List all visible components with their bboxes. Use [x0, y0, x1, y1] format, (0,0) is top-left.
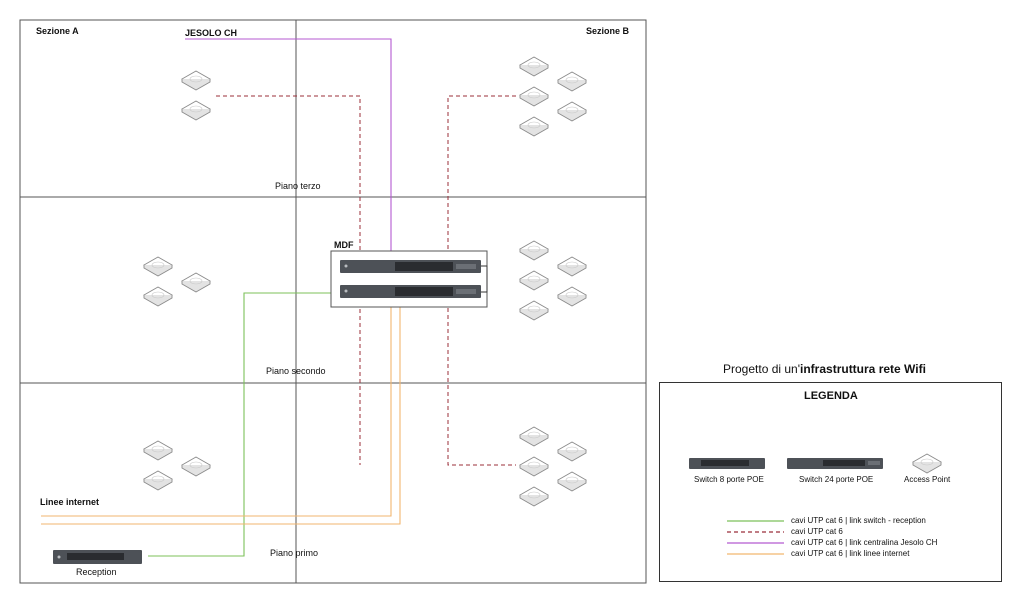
legend-panel — [659, 382, 1002, 582]
project-title-prefix: Progetto di un' — [723, 362, 801, 376]
floor-second-label: Piano secondo — [266, 366, 326, 376]
internet-lines-label: Linee internet — [40, 497, 100, 507]
jesolo-label: JESOLO CH — [185, 28, 238, 38]
legend-switch24-icon — [787, 458, 883, 469]
access-points-section-a-floor-1 — [143, 440, 211, 491]
legend-switch24-label: Switch 24 porte POE — [799, 475, 874, 484]
legend-cable-jesolo-label: cavi UTP cat 6 | link centralina Jesolo … — [791, 538, 938, 547]
project-title: Progetto di un'infrastruttura rete Wifi — [723, 362, 926, 376]
access-points-section-b-floor-3 — [519, 56, 587, 137]
cable-internet-line-2 — [41, 300, 401, 525]
section-b-label: Sezione B — [586, 26, 630, 36]
cable-reception-link — [148, 292, 338, 557]
access-points-section-b-floor-1 — [519, 426, 587, 507]
mdf-rack — [330, 250, 488, 308]
project-title-bold: infrastruttura rete Wifi — [800, 362, 926, 376]
cable-internet-line-1 — [41, 300, 392, 517]
legend-access-point-label: Access Point — [904, 475, 951, 484]
building-outline — [19, 19, 647, 584]
access-points-section-b-floor-2 — [519, 240, 587, 321]
mdf-label: MDF — [334, 240, 354, 250]
legend-switch8-label: Switch 8 porte POE — [694, 475, 764, 484]
switch-24-top — [340, 260, 481, 273]
reception-switch — [53, 550, 142, 564]
floor-third-label: Piano terzo — [275, 181, 321, 191]
legend-cable-reception-label: cavi UTP cat 6 | link switch - reception — [791, 516, 926, 525]
legend-cable-swatches — [727, 520, 784, 555]
legend-title: LEGENDA — [804, 390, 858, 402]
switch-24-bottom — [340, 285, 481, 298]
section-a-label: Sezione A — [36, 26, 79, 36]
legend-switch8-icon — [689, 458, 765, 469]
cable-section-a — [216, 95, 361, 465]
reception-label: Reception — [76, 567, 117, 577]
legend-cable-generic-label: cavi UTP cat 6 — [791, 527, 843, 536]
cable-jesolo-link — [185, 38, 392, 258]
floor-first-label: Piano primo — [270, 548, 319, 558]
legend-cable-internet-label: cavi UTP cat 6 | link linee internet — [791, 549, 910, 558]
access-points-section-a-floor-2 — [143, 256, 211, 307]
access-points-section-a-floor-3 — [181, 70, 211, 121]
